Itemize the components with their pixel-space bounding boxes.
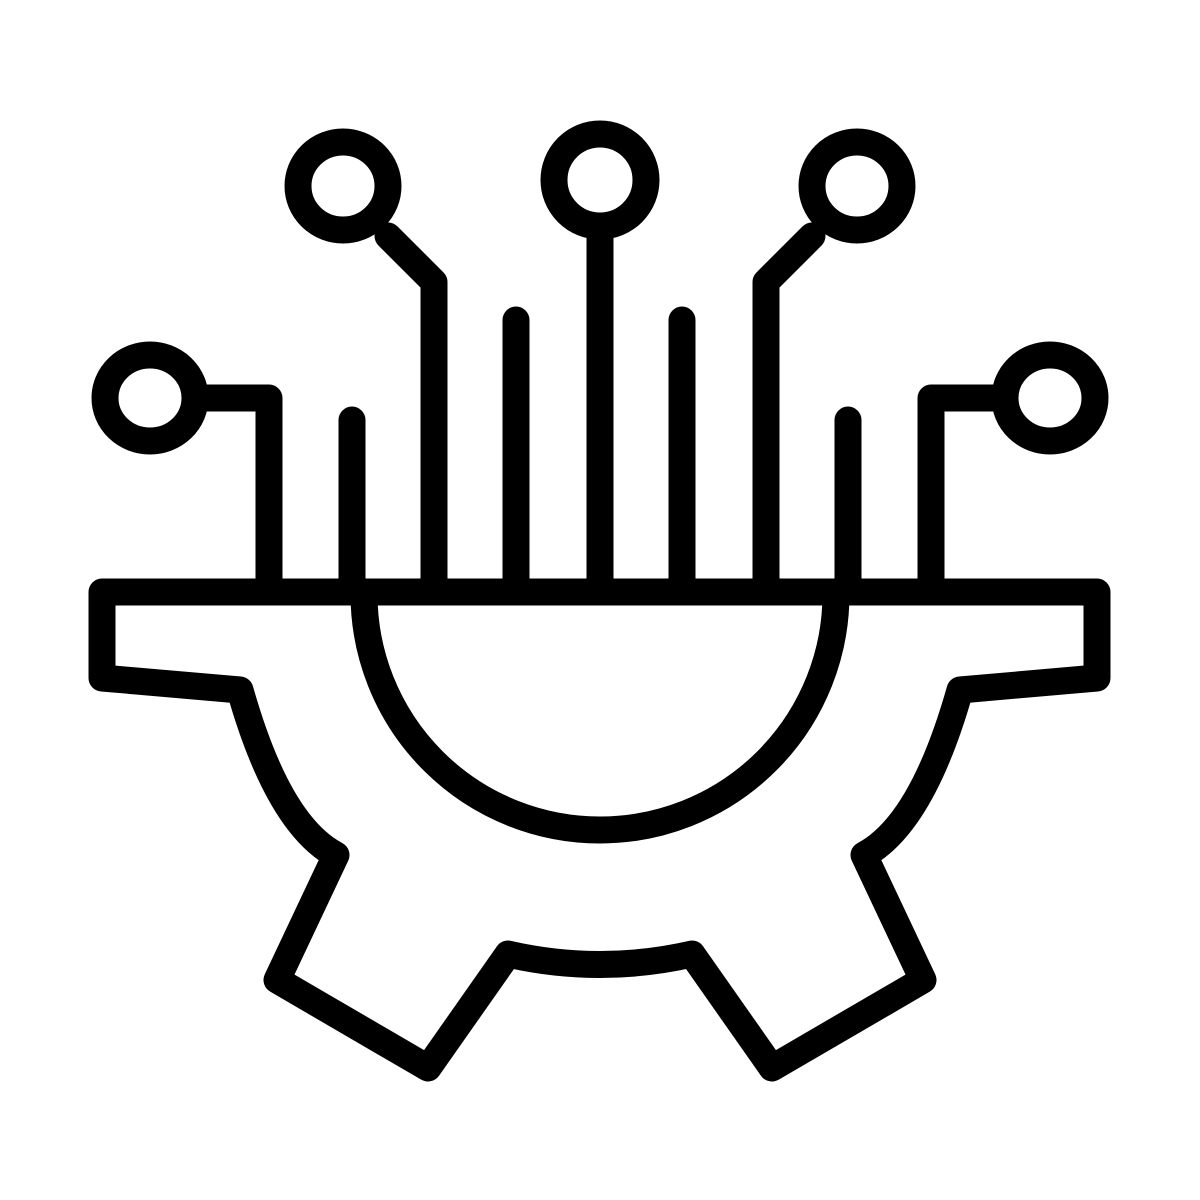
node-top-center xyxy=(540,120,660,240)
half-gear-outline xyxy=(88,578,1111,1082)
circuit-node-terminals xyxy=(91,120,1109,455)
node-upper-left xyxy=(284,128,402,244)
circuit-traces xyxy=(190,222,1010,606)
node-far-right xyxy=(991,341,1109,455)
gear-hub-arc xyxy=(350,580,850,844)
trace-far-left xyxy=(190,384,283,606)
trace-far-right xyxy=(917,384,1010,606)
node-far-left xyxy=(91,341,209,455)
trace-right-diagonal xyxy=(752,222,826,606)
node-upper-right xyxy=(798,128,916,244)
trace-left-diagonal xyxy=(374,222,448,606)
